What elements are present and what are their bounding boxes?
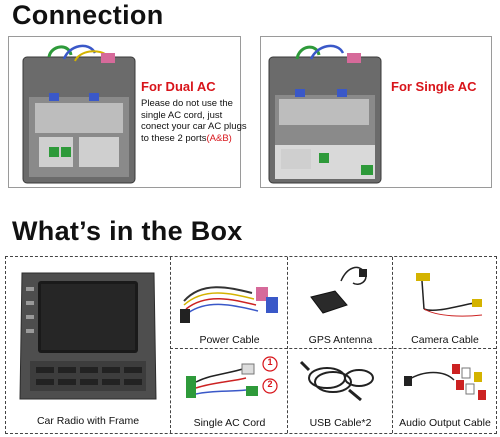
usb-cable-image bbox=[299, 360, 374, 402]
car-radio-image bbox=[19, 272, 157, 400]
grid-divider bbox=[392, 257, 393, 433]
item-label: USB Cable*2 bbox=[309, 417, 372, 429]
connection-title: Connection bbox=[12, 0, 164, 30]
item-label: GPS Antenna bbox=[308, 334, 373, 346]
gps-antenna-image bbox=[310, 266, 367, 314]
marker-2: 2 bbox=[267, 379, 273, 389]
item-label: Car Radio with Frame bbox=[36, 415, 140, 427]
item-power-cable: Power Cable bbox=[172, 257, 287, 348]
grid-divider bbox=[170, 257, 171, 433]
single-ac-panel: For Single AC bbox=[260, 36, 492, 188]
marker-1: 1 bbox=[267, 357, 273, 367]
item-usb-cable: USB Cable*2 bbox=[289, 350, 392, 433]
audio-output-cable-image bbox=[404, 364, 486, 400]
item-gps-antenna: GPS Antenna bbox=[289, 257, 392, 348]
item-label: Single AC Cord bbox=[193, 417, 266, 429]
camera-cable-image bbox=[416, 273, 483, 317]
item-label: Power Cable bbox=[199, 334, 260, 346]
radio-back-single-illustration bbox=[268, 44, 382, 184]
item-car-radio: Car Radio with Frame bbox=[6, 257, 170, 433]
grid-divider bbox=[170, 348, 496, 349]
single-ac-cord-image bbox=[186, 356, 278, 398]
box-contents-grid: Car Radio with Frame Power Cable GPS Ant… bbox=[5, 256, 497, 434]
dual-ac-note-ports: (A&B) bbox=[206, 132, 232, 144]
single-ac-label: For Single AC bbox=[391, 79, 477, 94]
radio-back-dual-illustration bbox=[22, 44, 136, 184]
box-title: What’s in the Box bbox=[12, 216, 243, 246]
item-label: Audio Output Cable bbox=[399, 417, 491, 429]
dual-ac-label: For Dual AC bbox=[141, 79, 216, 94]
item-label: Camera Cable bbox=[411, 334, 479, 346]
item-camera-cable: Camera Cable bbox=[394, 257, 496, 348]
dual-ac-note: Please do not use the single AC cord, ju… bbox=[141, 98, 251, 144]
grid-divider bbox=[287, 257, 288, 433]
dual-ac-note-text: Please do not use the single AC cord, ju… bbox=[141, 98, 247, 144]
power-cable-image bbox=[180, 286, 278, 323]
item-single-ac-cord: 1 2 Single AC Cord bbox=[172, 350, 287, 433]
item-audio-output-cable: Audio Output Cable bbox=[394, 350, 496, 433]
dual-ac-panel: For Dual AC Please do not use the single… bbox=[8, 36, 247, 188]
